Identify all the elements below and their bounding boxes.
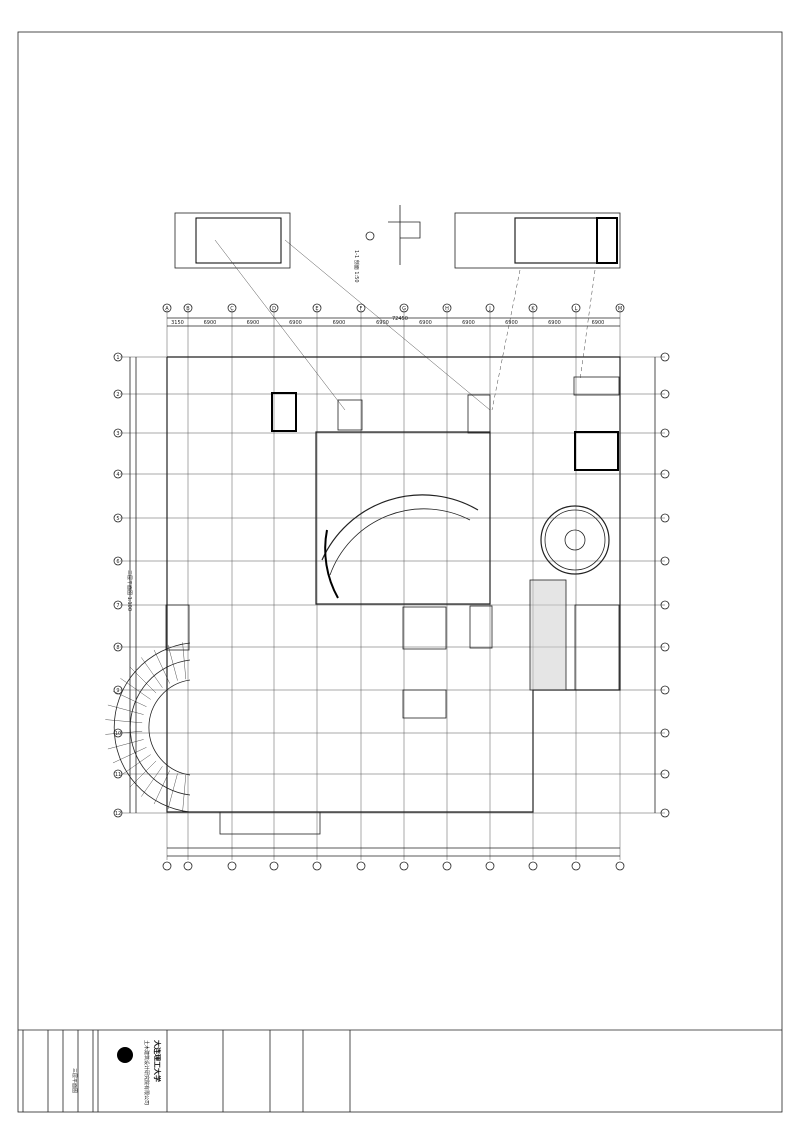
column-axis-bubble	[442, 303, 452, 313]
row-axis-bubble	[660, 428, 670, 438]
row-axis-label: 12	[115, 811, 121, 817]
detail-label: 1-1 剖面 1:50	[353, 250, 360, 283]
row-axis-label: 4	[116, 472, 119, 478]
column-axis-bubble	[615, 303, 625, 313]
row-axis-label: 9	[116, 688, 119, 694]
row-axis-bubble	[660, 728, 670, 738]
column-dimension: 6900	[289, 320, 302, 326]
column-axis-label: K	[531, 306, 535, 312]
column-axis-label: D	[272, 306, 276, 312]
column-dimension: 6900	[419, 320, 432, 326]
column-axis-bubble	[162, 303, 172, 313]
column-dimension: 6900	[592, 320, 605, 326]
row-axis-bubble	[113, 685, 123, 695]
column-dimension: 6900	[462, 320, 475, 326]
row-axis-bubble	[660, 685, 670, 695]
column-axis-label: E	[315, 306, 318, 312]
column-axis-bubble	[399, 861, 409, 871]
column-axis-bubble	[269, 303, 279, 313]
column-dimension: 6900	[333, 320, 346, 326]
row-axis-bubble	[660, 352, 670, 362]
column-axis-label: L	[575, 306, 578, 312]
row-axis-label: 3	[116, 431, 119, 437]
row-axis-label: 10	[115, 731, 121, 737]
column-axis-bubble	[528, 861, 538, 871]
column-axis-bubble	[571, 303, 581, 313]
total-dimension: 72450	[392, 316, 408, 322]
column-axis-bubble	[356, 303, 366, 313]
row-axis-bubble	[113, 642, 123, 652]
column-dimension: 3150	[171, 320, 184, 326]
column-axis-bubble	[528, 303, 538, 313]
column-axis-bubble	[269, 861, 279, 871]
column-axis-bubble	[356, 861, 366, 871]
row-axis-label: 8	[116, 645, 119, 651]
column-axis-label: H	[445, 306, 449, 312]
row-axis-bubble	[113, 352, 123, 362]
row-axis-label: 11	[115, 772, 121, 778]
column-axis-label: M	[618, 306, 622, 312]
row-axis-bubble	[660, 808, 670, 818]
column-axis-bubble	[485, 861, 495, 871]
column-axis-label: A	[165, 306, 169, 312]
row-axis-label: 1	[116, 355, 119, 361]
row-axis-label: 5	[116, 516, 119, 522]
row-axis-bubble	[113, 513, 123, 523]
column-axis-bubble	[162, 861, 172, 871]
row-axis-bubble	[660, 469, 670, 479]
row-axis-bubble	[113, 469, 123, 479]
column-axis-bubble	[227, 303, 237, 313]
column-axis-bubble	[485, 303, 495, 313]
company-logo	[117, 1047, 133, 1063]
column-axis-bubble	[442, 861, 452, 871]
plan-title: 三层平面图 1:100	[126, 570, 132, 611]
row-axis-label: 2	[116, 392, 119, 398]
row-axis-label: 6	[116, 559, 119, 565]
column-axis-bubble	[183, 303, 193, 313]
building-outline	[105, 356, 621, 835]
column-dimension: 6900	[247, 320, 260, 326]
column-axis-bubble	[399, 303, 409, 313]
university-name: 大连理工大学	[153, 1040, 162, 1082]
column-axis-bubble	[183, 861, 193, 871]
row-axis-bubble	[660, 600, 670, 610]
column-axis-label: F	[360, 306, 363, 312]
column-axis-bubble	[312, 303, 322, 313]
column-axis-label: G	[402, 306, 406, 312]
row-axis-bubble	[660, 513, 670, 523]
row-axis-bubble	[113, 808, 123, 818]
sheet-title: 三层平面图	[71, 1068, 77, 1093]
column-axis-bubble	[615, 861, 625, 871]
column-axis-label: B	[186, 306, 190, 312]
column-axis-bubble	[571, 861, 581, 871]
row-axis-label: 7	[116, 603, 119, 609]
column-axis-label: C	[230, 306, 234, 312]
column-dimension: 6900	[505, 320, 518, 326]
row-axis-bubble	[113, 389, 123, 399]
row-axis-bubble	[660, 642, 670, 652]
row-axis-bubble	[660, 389, 670, 399]
row-axis-bubble	[660, 769, 670, 779]
company-name: 土木建筑设计研究院有限公司	[143, 1040, 150, 1105]
inset-plans: 1-1 剖面 1:50	[174, 205, 621, 411]
row-axis-bubble	[113, 600, 123, 610]
row-axis-bubble	[113, 556, 123, 566]
title-block: 大连理工大学 土木建筑设计研究院有限公司 三层平面图	[18, 1029, 782, 1112]
row-axis-bubble	[113, 428, 123, 438]
column-dimension: 6900	[376, 320, 389, 326]
column-dimension: 6900	[204, 320, 217, 326]
column-axis-bubble	[227, 861, 237, 871]
column-axis-label: J	[488, 306, 490, 312]
column-dimension: 6900	[548, 320, 561, 326]
drawing-frame	[17, 31, 783, 1113]
column-axis-bubble	[312, 861, 322, 871]
row-axis-bubble	[660, 556, 670, 566]
row-axis-bubble	[113, 769, 123, 779]
